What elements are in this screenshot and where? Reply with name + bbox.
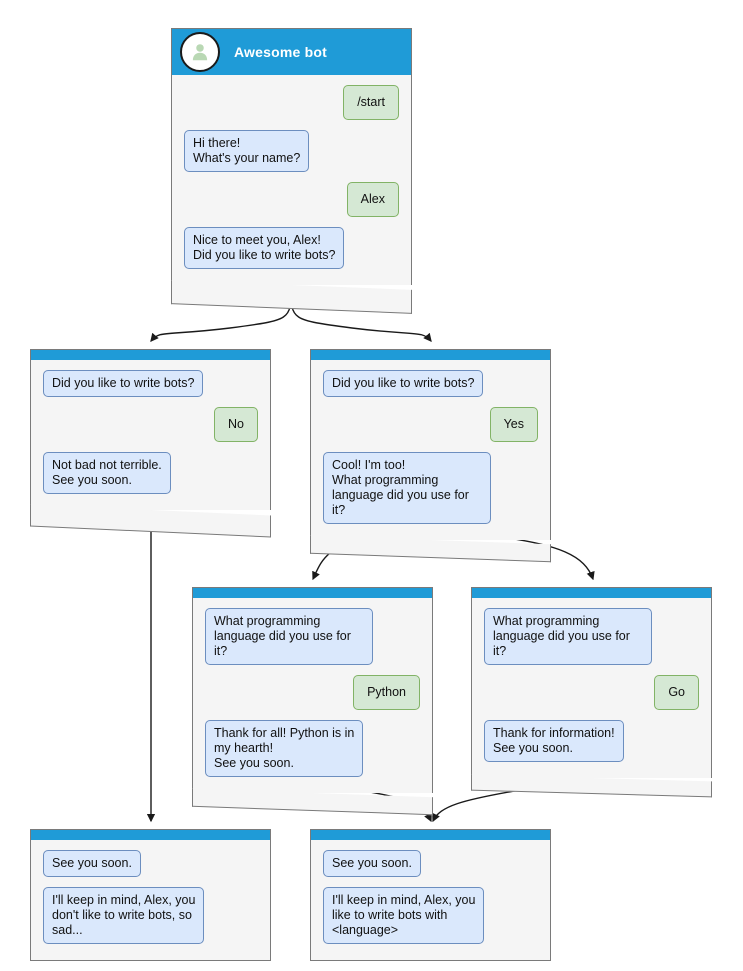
- message-row: Did you like to write bots?: [323, 370, 538, 397]
- message-row: Alex: [184, 182, 399, 217]
- bot-message-bubble: Did you like to write bots?: [323, 370, 484, 397]
- card-branch-yes[interactable]: Did you like to write bots? Yes Cool! I'…: [310, 349, 551, 563]
- card-header-end-sad: [31, 830, 270, 840]
- message-row: Cool! I'm too! What programming language…: [323, 452, 538, 524]
- card-bottom-edge: [471, 774, 712, 798]
- card-body-python: What programming language did you use fo…: [193, 598, 432, 793]
- bot-message-bubble: Nice to meet you, Alex! Did you like to …: [184, 227, 345, 269]
- user-message-bubble: /start: [343, 85, 399, 120]
- card-bottom-edge: [171, 280, 412, 314]
- user-message-bubble: Go: [654, 675, 699, 710]
- bot-message-bubble: See you soon.: [323, 850, 421, 877]
- message-row: Yes: [323, 407, 538, 442]
- message-row: /start: [184, 85, 399, 120]
- card-body-end-happy: See you soon. I'll keep in mind, Alex, y…: [311, 840, 550, 960]
- card-header-end-happy: [311, 830, 550, 840]
- message-row: See you soon.: [323, 850, 538, 877]
- card-branch-no[interactable]: Did you like to write bots? No Not bad n…: [30, 349, 271, 538]
- bot-title: Awesome bot: [234, 44, 327, 60]
- card-branch-python[interactable]: What programming language did you use fo…: [192, 587, 433, 816]
- bot-message-bubble: Not bad not terrible. See you soon.: [43, 452, 171, 494]
- card-header-go: [472, 588, 711, 598]
- card-header-yes: [311, 350, 550, 360]
- message-row: No: [43, 407, 258, 442]
- card-end-happy[interactable]: See you soon. I'll keep in mind, Alex, y…: [310, 829, 551, 961]
- bot-message-bubble: What programming language did you use fo…: [205, 608, 373, 665]
- bot-message-bubble: Thank for all! Python is in my hearth! S…: [205, 720, 364, 777]
- message-row: Nice to meet you, Alex! Did you like to …: [184, 227, 399, 269]
- message-row: Python: [205, 675, 420, 710]
- bot-message-bubble: I'll keep in mind, Alex, you like to wri…: [323, 887, 485, 944]
- user-message-bubble: No: [214, 407, 258, 442]
- card-body-yes: Did you like to write bots? Yes Cool! I'…: [311, 360, 550, 540]
- message-row: See you soon.: [43, 850, 258, 877]
- card-header-root: Awesome bot: [172, 29, 411, 75]
- message-row: I'll keep in mind, Alex, you like to wri…: [323, 887, 538, 944]
- bot-message-bubble: See you soon.: [43, 850, 141, 877]
- message-row: What programming language did you use fo…: [484, 608, 699, 665]
- card-branch-go[interactable]: What programming language did you use fo…: [471, 587, 712, 798]
- card-end-sad[interactable]: See you soon. I'll keep in mind, Alex, y…: [30, 829, 271, 961]
- card-root-conversation[interactable]: Awesome bot /start Hi there! What's your…: [171, 28, 412, 314]
- message-row: Thank for all! Python is in my hearth! S…: [205, 720, 420, 777]
- card-body-root: /start Hi there! What's your name? Alex …: [172, 75, 411, 285]
- card-body-go: What programming language did you use fo…: [472, 598, 711, 778]
- user-message-bubble: Yes: [489, 407, 538, 442]
- bot-message-bubble: What programming language did you use fo…: [484, 608, 652, 665]
- user-message-bubble: Alex: [346, 182, 399, 217]
- bot-message-bubble: I'll keep in mind, Alex, you don't like …: [43, 887, 205, 944]
- message-row: Thank for information! See you soon.: [484, 720, 699, 762]
- message-row: Did you like to write bots?: [43, 370, 258, 397]
- card-body-end-sad: See you soon. I'll keep in mind, Alex, y…: [31, 840, 270, 960]
- message-row: What programming language did you use fo…: [205, 608, 420, 665]
- bot-message-bubble: Thank for information! See you soon.: [484, 720, 624, 762]
- user-message-bubble: Python: [353, 675, 420, 710]
- bot-message-bubble: Hi there! What's your name?: [184, 130, 310, 172]
- card-header-no: [31, 350, 270, 360]
- bot-message-bubble: Cool! I'm too! What programming language…: [323, 452, 491, 524]
- message-row: Not bad not terrible. See you soon.: [43, 452, 258, 494]
- user-avatar-icon: [180, 32, 220, 72]
- bot-message-bubble: Did you like to write bots?: [43, 370, 204, 397]
- message-row: I'll keep in mind, Alex, you don't like …: [43, 887, 258, 944]
- message-row: Go: [484, 675, 699, 710]
- message-row: Hi there! What's your name?: [184, 130, 399, 172]
- card-body-no: Did you like to write bots? No Not bad n…: [31, 360, 270, 510]
- card-header-python: [193, 588, 432, 598]
